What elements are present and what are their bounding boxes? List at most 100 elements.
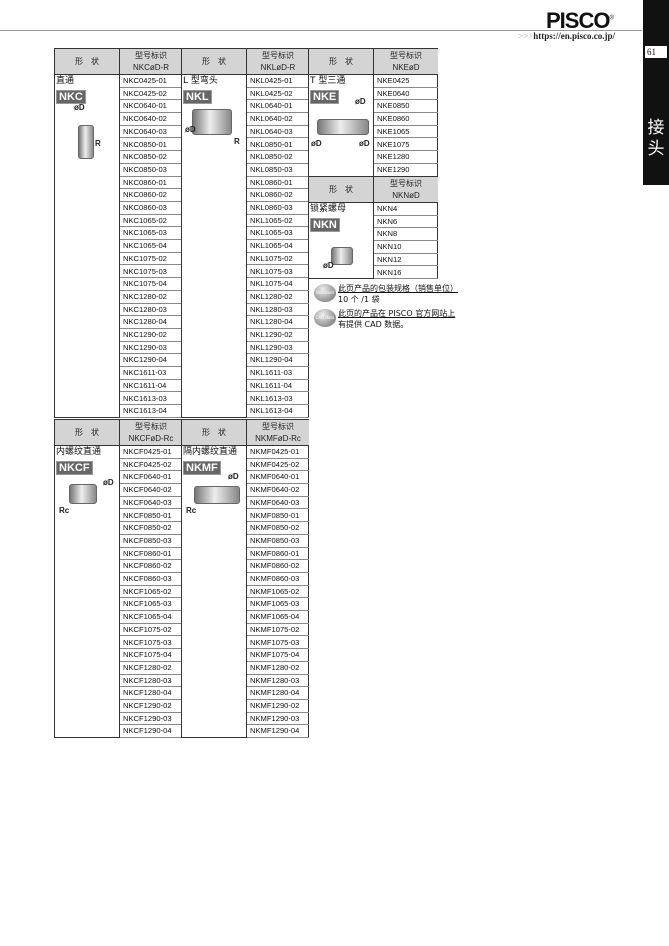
model-row: NKL1280-03 <box>247 304 309 317</box>
category-tab <box>643 0 669 185</box>
model-row: NKCF0640-02 <box>120 484 182 497</box>
model-row: NKMF0640-03 <box>247 497 309 510</box>
shape-header: 形 状 <box>55 420 120 446</box>
model-row: NKL1280-04 <box>247 316 309 329</box>
model-row: NKCF1065-03 <box>120 598 182 612</box>
dimension-label: øD <box>311 139 322 148</box>
model-row: NKC1075-02 <box>120 253 182 266</box>
model-row: NKC1075-03 <box>120 266 182 279</box>
model-row: NKMF1290-03 <box>247 713 309 726</box>
model-row: NKL0860-01 <box>247 177 309 190</box>
packaging-note: Standard 此页产品的包装规格（销售单位）10 个 /1 袋 <box>314 283 458 305</box>
page-number: 61 <box>645 46 667 58</box>
model-row: NKCF0425-01 <box>120 446 182 459</box>
model-pattern: NKLøD-R <box>260 63 296 72</box>
series-badge: NKMF <box>183 461 221 475</box>
fitting-image <box>194 486 240 504</box>
model-row: NKE0425 <box>374 75 438 88</box>
dimension-label: R <box>95 139 101 148</box>
cad-note: CAD data 此页的产品在 PISCO 官方网站上有提供 CAD 数据。 <box>314 308 455 330</box>
model-row: NKL0640-01 <box>247 100 309 114</box>
model-row: NKN16 <box>374 267 438 280</box>
model-row: NKMF1075-03 <box>247 637 309 650</box>
model-row: NKL1065-02 <box>247 215 309 228</box>
dimension-label: øD <box>355 97 366 106</box>
model-row: NKE1290 <box>374 164 438 177</box>
model-row: NKMF1065-03 <box>247 598 309 612</box>
model-row: NKMF0850-03 <box>247 535 309 548</box>
model-row: NKL1613-04 <box>247 405 309 418</box>
model-row: NKMF0860-02 <box>247 560 309 573</box>
model-row: NKE0860 <box>374 113 438 126</box>
model-row: NKC1290-03 <box>120 342 182 355</box>
website-link[interactable]: >>>https://en.pisco.co.jp/ <box>518 31 615 41</box>
model-row: NKC0860-02 <box>120 189 182 202</box>
model-row: NKC0860-01 <box>120 177 182 190</box>
model-row: NKC1613-03 <box>120 393 182 406</box>
header-rule <box>0 30 642 31</box>
model-row: NKMF0860-01 <box>247 548 309 561</box>
model-row: NKL0425-02 <box>247 88 309 101</box>
model-pattern: NKMFøD-Rc <box>255 434 301 443</box>
product-name: 隔内螺纹直通 <box>183 447 238 457</box>
note-text: 有提供 CAD 数据。 <box>338 320 409 329</box>
series-badge: NKN <box>310 218 340 232</box>
model-row: NKCF0850-01 <box>120 510 182 523</box>
model-row: NKC0425-02 <box>120 88 182 101</box>
dimension-label: øD <box>185 125 196 134</box>
model-row: NKC1065-03 <box>120 227 182 241</box>
model-row: NKC1280-03 <box>120 304 182 317</box>
fitting-image <box>69 484 97 504</box>
model-row: NKC1065-02 <box>120 215 182 228</box>
shape-header: 形 状 <box>55 49 120 75</box>
model-row: NKMF0640-02 <box>247 484 309 497</box>
model-row: NKE1280 <box>374 151 438 164</box>
model-row: NKCF0640-01 <box>120 471 182 485</box>
model-row: NKL1065-03 <box>247 227 309 241</box>
model-row: NKC1075-04 <box>120 278 182 291</box>
model-row: NKCF1280-04 <box>120 687 182 700</box>
model-row: NKCF1075-03 <box>120 637 182 650</box>
dimension-label: Rc <box>59 506 70 515</box>
model-row: NKC1290-02 <box>120 329 182 342</box>
model-header-label: 型号标识 <box>135 51 167 60</box>
model-row: NKMF0425-01 <box>247 446 309 459</box>
category-label: 接头 <box>647 118 665 159</box>
model-row: NKL1290-03 <box>247 342 309 355</box>
pisco-logo: PISCO® <box>546 8 614 33</box>
note-text: 此页的产品在 PISCO 官方网站上 <box>338 309 456 318</box>
product-name: 内螺纹直通 <box>56 447 102 457</box>
model-row: NKMF0850-02 <box>247 522 309 535</box>
model-row: NKMF1280-02 <box>247 662 309 675</box>
cad-data-icon: CAD data <box>314 309 336 327</box>
model-row: NKC0850-02 <box>120 151 182 164</box>
product-name: L 型弯头 <box>183 76 218 86</box>
model-row: NKCF0850-03 <box>120 535 182 548</box>
model-row: NKE1075 <box>374 139 438 152</box>
fitting-image <box>317 119 369 135</box>
model-row: NKCF1280-03 <box>120 675 182 688</box>
dimension-label: øD <box>228 472 239 481</box>
note-text: 此页产品的包装规格（销售单位） <box>338 284 458 293</box>
model-row: NKCF0640-03 <box>120 497 182 510</box>
model-row: NKCF0850-02 <box>120 522 182 535</box>
model-header-label: 型号标识 <box>262 422 294 431</box>
model-row: NKL0640-02 <box>247 113 309 126</box>
model-row: NKCF1075-02 <box>120 624 182 637</box>
model-row: NKL0850-01 <box>247 139 309 152</box>
series-badge: NKCF <box>56 461 93 475</box>
fitting-image <box>78 125 94 159</box>
model-row: NKMF1065-04 <box>247 611 309 624</box>
model-row: NKL0860-02 <box>247 189 309 202</box>
model-pattern: NKNøD <box>392 191 420 200</box>
